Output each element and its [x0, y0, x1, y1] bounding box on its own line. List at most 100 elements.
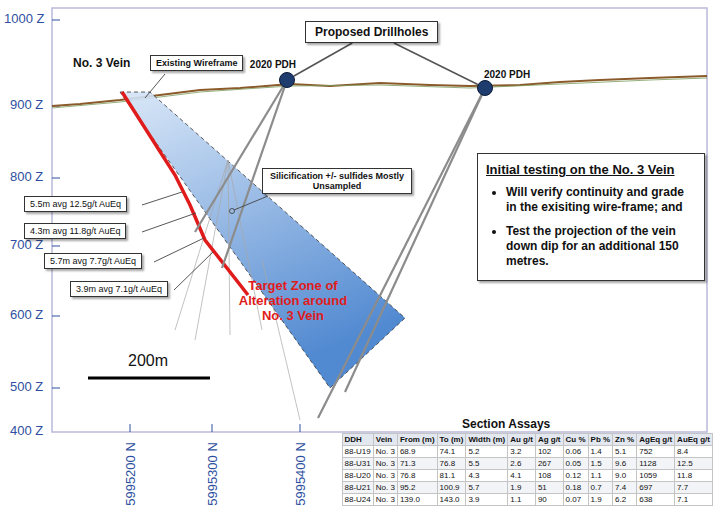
table-cell: 5.1: [613, 446, 637, 458]
alteration-callout: Silicification +/- sulfides Mostly Unsam…: [262, 168, 412, 194]
scale-label: 200m: [128, 352, 168, 370]
table-cell: 143.0: [437, 494, 466, 506]
table-cell: Width (m): [466, 434, 508, 446]
collar-label: 2020 PDH: [250, 59, 296, 70]
table-cell: Cu %: [563, 434, 588, 446]
table-row: DDHVeinFrom (m)To (m)Width (m)Au g/tAg g…: [342, 434, 713, 446]
table-cell: 74.1: [437, 446, 466, 458]
table-cell: AuEq g/t: [675, 434, 713, 446]
table-cell: 81.1: [437, 470, 466, 482]
table-cell: Ag g/t: [535, 434, 563, 446]
table-cell: 0.06: [563, 446, 588, 458]
table-cell: 51: [535, 482, 563, 494]
table-cell: 8.4: [675, 446, 713, 458]
table-cell: 3.2: [508, 446, 536, 458]
table-cell: 7.1: [675, 494, 713, 506]
assay-table: DDHVeinFrom (m)To (m)Width (m)Au g/tAg g…: [342, 433, 713, 506]
elevation-label: 1000 Z: [4, 11, 44, 26]
table-cell: No. 3: [373, 446, 397, 458]
table-cell: 4.3: [466, 470, 508, 482]
table-cell: 0.05: [563, 458, 588, 470]
elevation-label: 400 Z: [10, 423, 43, 438]
table-cell: Zn %: [613, 434, 637, 446]
table-cell: 5.5: [466, 458, 508, 470]
table-cell: 7.7: [675, 482, 713, 494]
table-cell: 1.5: [588, 458, 613, 470]
leader-lines: [142, 74, 268, 290]
table-cell: 1059: [637, 470, 675, 482]
table-cell: Pb %: [588, 434, 613, 446]
elevation-label: 500 Z: [10, 379, 43, 394]
table-cell: 1.1: [588, 470, 613, 482]
table-cell: 4.1: [508, 470, 536, 482]
table-cell: No. 3: [373, 482, 397, 494]
collar-label: 2020 PDH: [484, 69, 530, 80]
table-cell: 1128: [637, 458, 675, 470]
table-cell: 76.8: [397, 470, 437, 482]
table-cell: To (m): [437, 434, 466, 446]
assay-table-wrap: DDHVeinFrom (m)To (m)Width (m)Au g/tAg g…: [342, 433, 713, 506]
table-cell: Au g/t: [508, 434, 536, 446]
table-title: Section Assays: [462, 417, 550, 431]
drillhole-collar: 2020 PDH: [279, 72, 295, 88]
elevation-label: 600 Z: [10, 307, 43, 322]
table-cell: 90: [535, 494, 563, 506]
table-cell: 9.0: [613, 470, 637, 482]
table-cell: 267: [535, 458, 563, 470]
table-cell: 88-U31: [342, 458, 373, 470]
bullet-item: Test the projection of the vein down dip…: [506, 224, 696, 269]
elevation-label: 900 Z: [10, 97, 43, 112]
table-cell: 0.12: [563, 470, 588, 482]
table-cell: 5.2: [466, 446, 508, 458]
table-row: 88-U20No. 376.881.14.34.11080.121.19.010…: [342, 470, 713, 482]
proposed-drill-traces: [195, 80, 485, 418]
table-cell: 88-U19: [342, 446, 373, 458]
objectives-panel: Initial testing on the No. 3 VeinWill ve…: [477, 153, 705, 281]
table-cell: 638: [637, 494, 675, 506]
zone-label: Target Zone of Alteration around No. 3 V…: [232, 278, 354, 323]
table-cell: 71.3: [397, 458, 437, 470]
callout-text: 3.9m avg 7.1g/t AuEq: [76, 284, 162, 294]
alteration-zone: [120, 92, 405, 388]
table-cell: 752: [637, 446, 675, 458]
table-cell: 11.8: [675, 470, 713, 482]
table-cell: From (m): [397, 434, 437, 446]
northing-label: 5995400 N: [293, 442, 308, 506]
drillhole-collar: 2020 PDH: [477, 80, 493, 96]
table-row: 88-U24No. 3139.0143.03.91.1900.071.96.26…: [342, 494, 713, 506]
table-cell: 6.2: [613, 494, 637, 506]
callout-text: Existing Wireframe: [156, 58, 237, 68]
table-cell: No. 3: [373, 470, 397, 482]
assay-callout: 4.3m avg 11.8g/t AuEq: [24, 223, 126, 239]
assay-callout: 5.5m avg 12.5g/t AuEq: [24, 196, 127, 212]
table-cell: 100.9: [437, 482, 466, 494]
table-cell: 68.9: [397, 446, 437, 458]
callout-text: Silicification +/- sulfides Mostly Unsam…: [268, 171, 406, 191]
scale-bar: [88, 377, 210, 380]
callout-connector: [394, 43, 478, 84]
table-cell: 102: [535, 446, 563, 458]
callout-text: 4.3m avg 11.8g/t AuEq: [30, 226, 120, 236]
wireframe-callout: Existing Wireframe: [150, 55, 243, 71]
table-cell: 88-U21: [342, 482, 373, 494]
table-cell: No. 3: [373, 494, 397, 506]
bullet-list: Will verify continuity and grade in the …: [486, 185, 696, 269]
table-cell: 2.6: [508, 458, 536, 470]
table-cell: 0.07: [563, 494, 588, 506]
table-cell: 0.18: [563, 482, 588, 494]
table-cell: 3.9: [466, 494, 508, 506]
assay-callout: 3.9m avg 7.1g/t AuEq: [70, 281, 168, 297]
callout-box: Proposed Drillholes: [305, 21, 438, 43]
callout-text: Proposed Drillholes: [315, 25, 428, 39]
table-cell: 1.9: [508, 482, 536, 494]
northing-label: 5995200 N: [123, 442, 138, 506]
table-cell: 95.2: [397, 482, 437, 494]
bullet-item: Will verify continuity and grade in the …: [506, 185, 696, 215]
elevation-label: 700 Z: [10, 237, 43, 252]
table-cell: 1.1: [508, 494, 536, 506]
table-row: 88-U31No. 371.376.85.52.62670.051.59.611…: [342, 458, 713, 470]
panel-heading: Initial testing on the No. 3 Vein: [486, 162, 696, 177]
table-cell: 7.4: [613, 482, 637, 494]
table-cell: 1.4: [588, 446, 613, 458]
